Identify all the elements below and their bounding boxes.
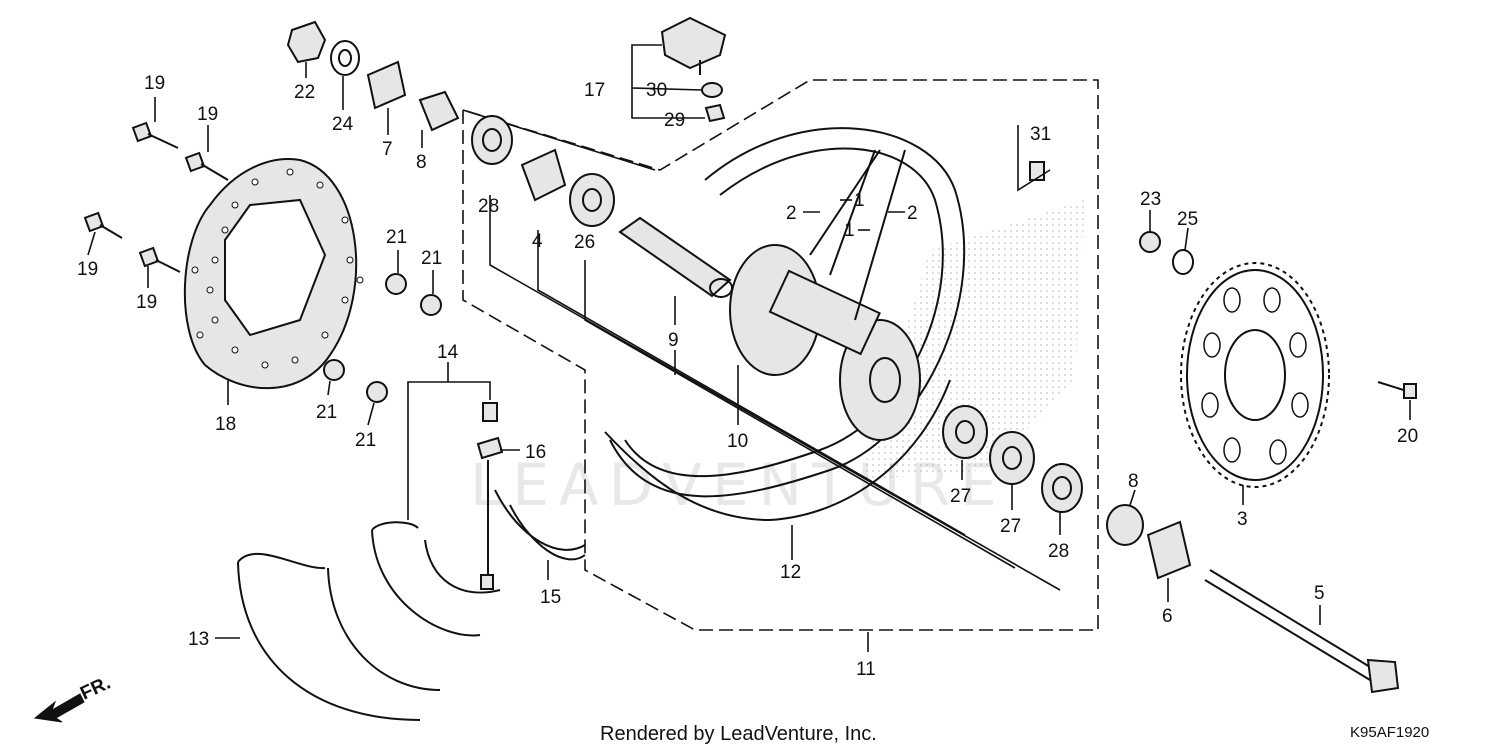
callout-19: 19 bbox=[77, 259, 98, 280]
leader-lines bbox=[87, 44, 1411, 652]
callout-28: 28 bbox=[1048, 541, 1069, 562]
callout-16: 16 bbox=[525, 442, 546, 463]
brake-disc-icon bbox=[183, 158, 364, 390]
callout-3: 3 bbox=[1237, 509, 1248, 530]
callout-21: 21 bbox=[355, 430, 376, 451]
callout-30: 30 bbox=[646, 80, 667, 101]
callout-5: 5 bbox=[1314, 583, 1325, 604]
callout-1: 1 bbox=[854, 190, 865, 211]
callout-29: 29 bbox=[664, 110, 685, 131]
nut-icon bbox=[323, 273, 442, 403]
callout-18: 18 bbox=[215, 414, 236, 435]
callout-23: 23 bbox=[1140, 189, 1161, 210]
callout-21: 21 bbox=[421, 248, 442, 269]
callout-17: 17 bbox=[584, 80, 605, 101]
diagram-code: K95AF1920 bbox=[1350, 724, 1429, 741]
callout-1: 1 bbox=[844, 220, 855, 241]
credit-text: Rendered by LeadVenture, Inc. bbox=[600, 723, 877, 745]
callout-8: 8 bbox=[416, 152, 427, 173]
callout-13: 13 bbox=[188, 629, 209, 650]
callout-15: 15 bbox=[540, 587, 561, 608]
callout-19: 19 bbox=[136, 292, 157, 313]
callout-27: 27 bbox=[1000, 516, 1021, 537]
callout-24: 24 bbox=[332, 114, 354, 135]
chain-guide-icon bbox=[660, 16, 727, 123]
callout-9: 9 bbox=[668, 330, 679, 351]
callout-19: 19 bbox=[144, 73, 165, 94]
sprocket-icon bbox=[1180, 262, 1330, 488]
callout-2: 2 bbox=[907, 203, 918, 224]
callout-10: 10 bbox=[727, 431, 748, 452]
callout-20: 20 bbox=[1397, 426, 1418, 447]
callout-labels: 19 19 19 19 22 24 7 8 17 30 29 31 28 4 2… bbox=[77, 73, 1418, 680]
callout-8: 8 bbox=[1128, 471, 1139, 492]
nut-icon bbox=[1139, 231, 1417, 399]
callout-7: 7 bbox=[382, 139, 393, 160]
callout-31: 31 bbox=[1030, 124, 1051, 145]
callout-21: 21 bbox=[316, 402, 337, 423]
callout-6: 6 bbox=[1162, 606, 1173, 627]
callout-27: 27 bbox=[950, 486, 971, 507]
callout-26: 26 bbox=[574, 232, 595, 253]
callout-22: 22 bbox=[294, 82, 315, 103]
callout-2: 2 bbox=[786, 203, 797, 224]
shading bbox=[860, 200, 1085, 480]
callout-21: 21 bbox=[386, 227, 407, 248]
nut-icon bbox=[286, 20, 460, 132]
axle-icon bbox=[1106, 504, 1400, 694]
tire-icon bbox=[237, 489, 586, 721]
bolt-icon bbox=[83, 121, 229, 273]
bearing-icon bbox=[471, 115, 1083, 513]
spacer-icon bbox=[618, 216, 733, 298]
callout-19: 19 bbox=[197, 104, 218, 125]
callout-12: 12 bbox=[780, 562, 801, 583]
wheel-icon bbox=[604, 127, 966, 522]
callout-11: 11 bbox=[856, 659, 876, 680]
callout-25: 25 bbox=[1177, 209, 1198, 230]
callout-28: 28 bbox=[478, 196, 499, 217]
callout-14: 14 bbox=[437, 342, 459, 363]
valve-icon bbox=[476, 402, 504, 590]
callout-4: 4 bbox=[532, 231, 543, 252]
front-direction-arrow-icon: FR. bbox=[33, 673, 114, 723]
